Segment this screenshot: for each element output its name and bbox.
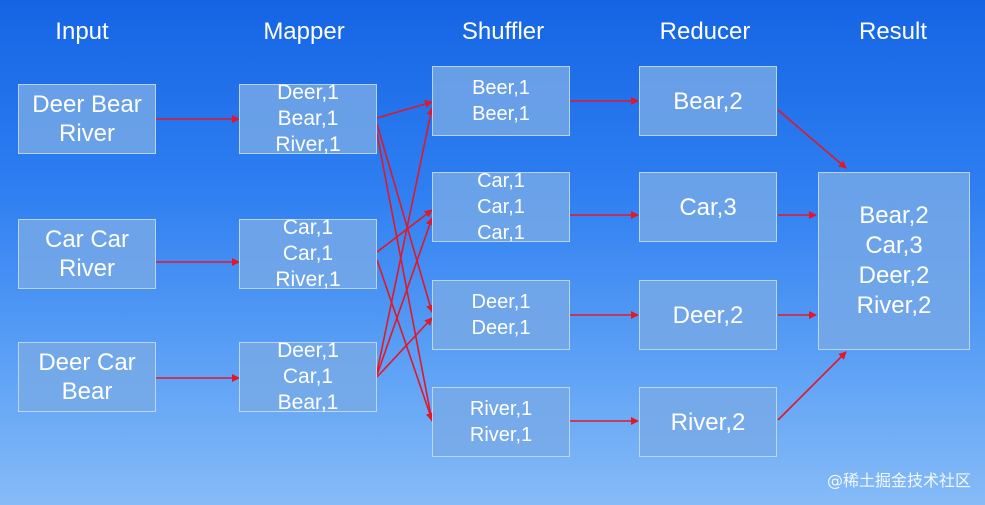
- result-line-4: River,2: [856, 292, 932, 319]
- reducer-box-2: Car,3: [639, 172, 777, 242]
- result-box: Bear,2 Car,3 Deer,2 River,2: [818, 172, 970, 350]
- result-line-3: Deer,2: [858, 262, 930, 289]
- result-line-2: Car,3: [865, 232, 923, 259]
- arrow-mapper-3-to-shuffler-bear: [376, 107, 435, 373]
- shuffler-box-2-line-2: Car,1: [477, 196, 525, 218]
- shuffler-box-4-line-2: River,1: [469, 424, 533, 446]
- shuffler-box-2-line-1: Car,1: [477, 170, 525, 192]
- stage-title-shuffler: Shuffler: [461, 18, 545, 45]
- reducer-box-1: Bear,2: [639, 66, 777, 136]
- arrow-mapper-1-to-shuffler-river: [376, 133, 435, 422]
- mapper-box-1: Deer,1 Bear,1 River,1: [239, 81, 377, 156]
- shuffler-box-3-line-2: Deer,1: [471, 317, 531, 339]
- arrow-mapper-3-to-shuffler-car: [376, 217, 434, 376]
- input-box-1: Deer Bear River: [18, 84, 156, 154]
- stage-title-input: Input: [55, 18, 109, 45]
- input-box-1-line-2: River: [58, 120, 115, 147]
- mapper-box-1-line-2: Bear,1: [277, 107, 339, 130]
- mapper-box-2-line-2: Car,1: [282, 242, 334, 265]
- mapper-box-2-line-1: Car,1: [282, 216, 334, 239]
- shuffler-box-4-line-1: River,1: [469, 398, 533, 420]
- mapper-box-2-line-3: River,1: [275, 268, 341, 291]
- mapper-box-3-line-3: Bear,1: [277, 391, 339, 414]
- shuffler-box-1-line-1: Beer,1: [472, 77, 530, 99]
- input-box-2-line-2: River: [58, 255, 115, 282]
- arrow-mapper-2-to-shuffler-river: [376, 259, 434, 421]
- arrow-mapper-3-to-shuffler-deer: [376, 317, 433, 378]
- arrow-reducer-1-to-result: [777, 109, 847, 169]
- reducer-box-4-label: River,2: [670, 408, 746, 436]
- arrow-mapper-1-to-shuffler-deer: [376, 123, 434, 313]
- arrow-mapper-1-to-shuffler-bear: [376, 100, 433, 119]
- reducer-box-3: Deer,2: [639, 280, 777, 350]
- watermark-text: @稀土掘金技术社区: [826, 471, 971, 490]
- mapper-box-3-line-1: Deer,1: [277, 339, 339, 362]
- reducer-box-4: River,2: [639, 387, 777, 457]
- shuffler-box-2-line-3: Car,1: [477, 222, 525, 244]
- stage-title-result: Result: [858, 18, 928, 45]
- reducer-box-1-label: Bear,2: [673, 87, 743, 115]
- input-box-3-line-1: Deer Car: [38, 349, 136, 376]
- input-box-1-line-1: Deer Bear: [32, 91, 142, 118]
- input-box-3: Deer Car Bear: [18, 342, 156, 412]
- mapper-box-1-line-3: River,1: [275, 133, 341, 156]
- shuffler-box-2: Car,1 Car,1 Car,1: [432, 170, 570, 244]
- stage-title-reducer: Reducer: [659, 18, 751, 45]
- input-box-3-line-2: Bear: [61, 378, 113, 405]
- shuffler-box-3: Deer,1 Deer,1: [432, 280, 570, 350]
- arrow-mapper-2-to-shuffler-car: [376, 209, 433, 253]
- mapper-box-1-line-1: Deer,1: [277, 81, 339, 104]
- mapper-box-2: Car,1 Car,1 River,1: [239, 216, 377, 291]
- shuffler-box-1-line-2: Beer,1: [472, 103, 530, 125]
- reducer-box-3-label: Deer,2: [672, 301, 744, 329]
- mapper-box-3: Deer,1 Car,1 Bear,1: [239, 339, 377, 414]
- input-box-2-line-1: Car Car: [44, 226, 129, 253]
- result-line-1: Bear,2: [859, 202, 929, 229]
- reducer-box-2-label: Car,3: [679, 193, 737, 221]
- shuffler-box-1: Beer,1 Beer,1: [432, 66, 570, 136]
- input-box-2: Car Car River: [18, 219, 156, 289]
- arrow-reducer-4-to-result: [777, 351, 847, 421]
- mapper-box-3-line-2: Car,1: [282, 365, 334, 388]
- stage-title-mapper: Mapper: [263, 18, 345, 45]
- shuffler-box-4: River,1 River,1: [432, 387, 570, 457]
- shuffler-box-3-line-1: Deer,1: [471, 291, 531, 313]
